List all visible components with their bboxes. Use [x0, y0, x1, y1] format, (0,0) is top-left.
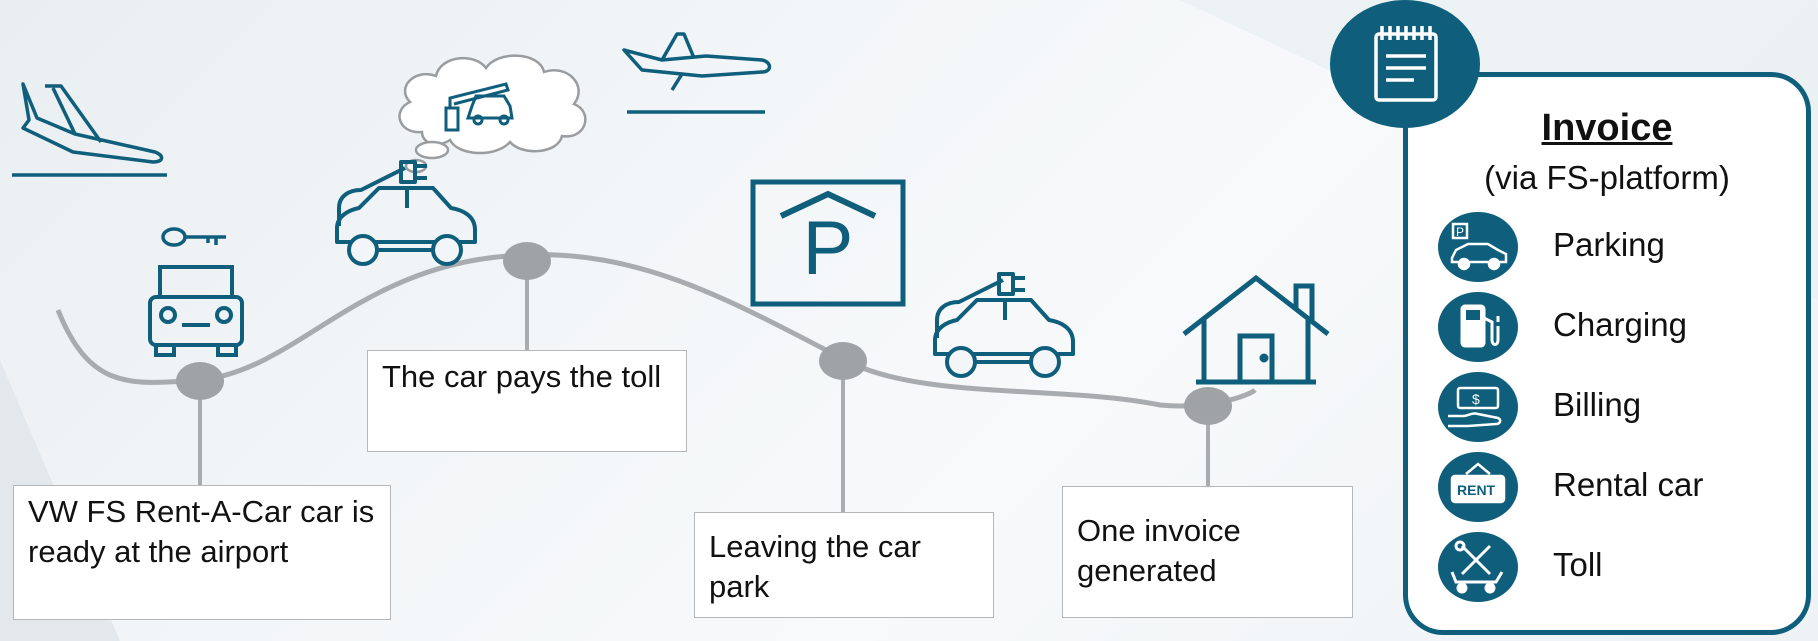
timeline-node [819, 342, 867, 380]
parking-garage-icon [750, 179, 906, 307]
invoice-item-toll: Toll [1438, 532, 1798, 602]
step-note-toll: The car pays the toll [367, 350, 687, 452]
invoice-title: Invoice [1541, 107, 1673, 149]
invoice-subtitle: (via FS-platform) [1484, 159, 1730, 196]
electric-car-icon [933, 272, 1075, 378]
tools-cart-icon [1438, 532, 1518, 602]
step-text: The car pays the toll [382, 359, 662, 394]
parking-car-icon: P [1438, 212, 1518, 282]
timeline-node [176, 362, 224, 400]
invoice-item-billing: $ Billing [1438, 372, 1798, 442]
toll-barrier-icon [444, 82, 514, 132]
money-hand-icon: $ [1438, 372, 1518, 442]
car-key-icon [161, 227, 226, 247]
svg-text:RENT: RENT [1457, 482, 1496, 498]
step-text: VW FS Rent-A-Car car is ready at the air… [28, 494, 375, 569]
invoice-item-charging: Charging [1438, 292, 1798, 362]
electric-car-icon [335, 160, 477, 266]
timeline-node [1184, 387, 1232, 425]
step-note-airport: VW FS Rent-A-Car car is ready at the air… [13, 485, 391, 620]
svg-text:P: P [1456, 225, 1464, 239]
step-text: One invoice generated [1077, 513, 1241, 588]
step-text: Leaving the car park [709, 529, 921, 604]
fuel-pump-icon [1438, 292, 1518, 362]
rent-sign-icon: RENT [1438, 452, 1518, 522]
parking-sign-letter: P [802, 206, 854, 291]
invoice-item-label: Parking [1553, 226, 1665, 263]
invoice-badge [1330, 0, 1480, 128]
invoice-item-label: Toll [1553, 546, 1603, 583]
house-icon [1182, 274, 1330, 385]
invoice-item-label: Charging [1553, 306, 1687, 343]
invoice-item-rental-car: RENT Rental car [1438, 452, 1798, 522]
svg-text:$: $ [1472, 391, 1480, 407]
step-note-car-park: Leaving the car park [694, 512, 994, 618]
timeline-node [503, 242, 551, 280]
invoice-item-label: Rental car [1553, 466, 1704, 503]
rental-car-front-icon [148, 265, 244, 357]
notepad-icon [1374, 26, 1438, 102]
invoice-panel: Invoice (via FS-platform) P Parking [1403, 72, 1811, 635]
invoice-item-parking: P Parking [1438, 212, 1798, 282]
plane-takeoff-icon [622, 32, 772, 114]
step-note-invoice: One invoice generated [1062, 486, 1353, 618]
toll-thought-cloud [398, 54, 587, 174]
invoice-item-label: Billing [1553, 386, 1642, 423]
plane-landing-icon [12, 82, 167, 177]
